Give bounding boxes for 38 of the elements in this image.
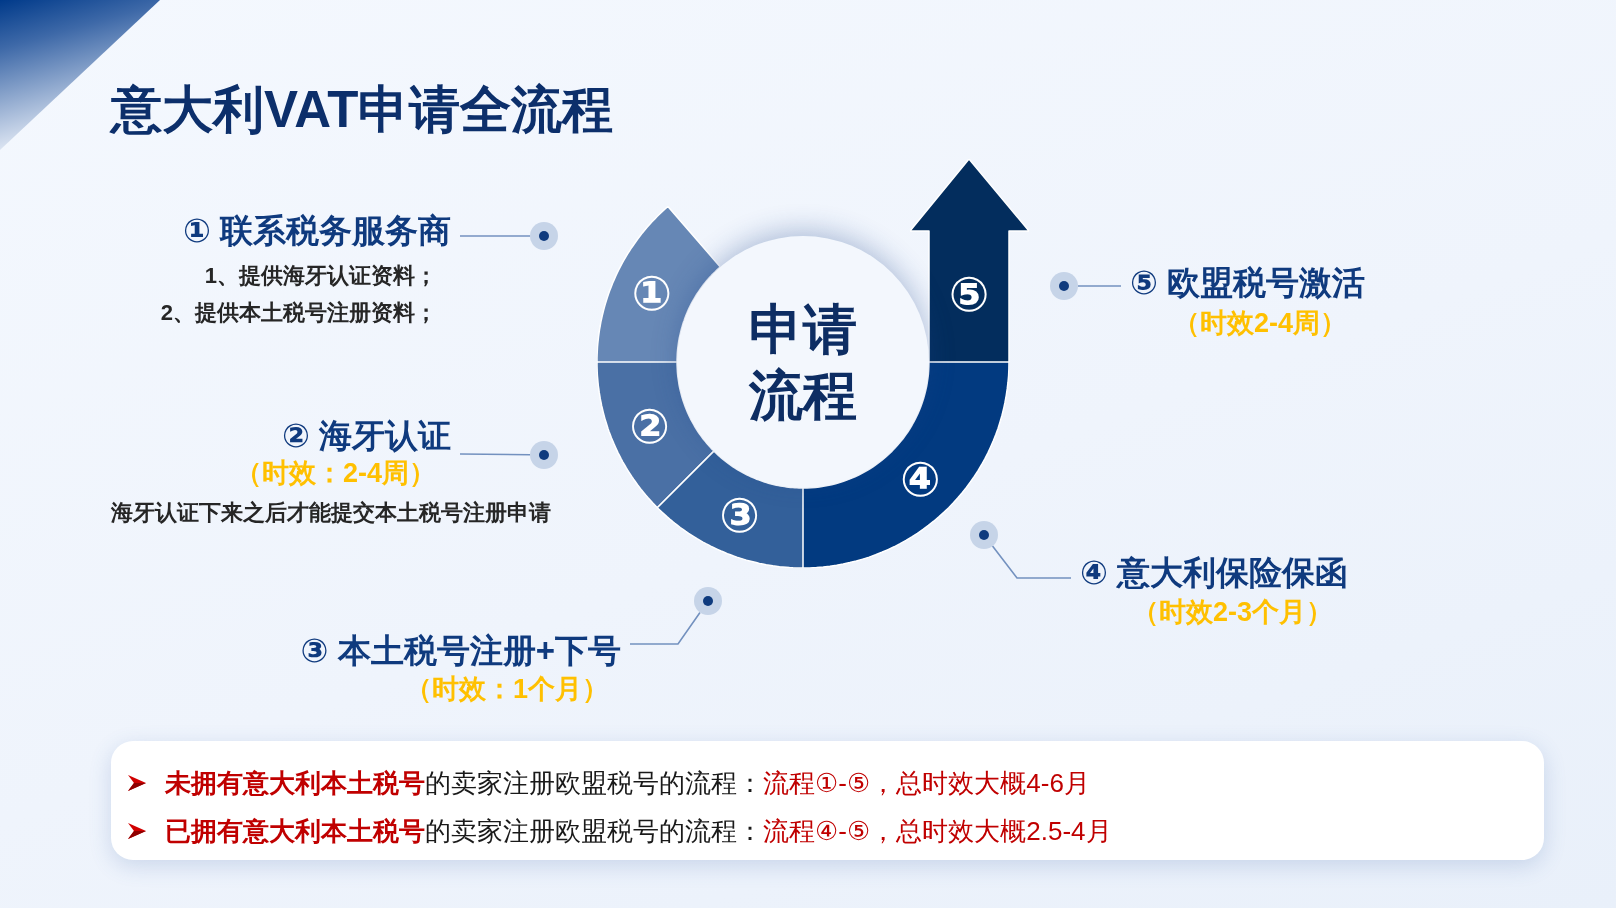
highlight-text: 流程①-⑤，总时效大概4-6月 <box>763 767 1090 799</box>
note-text: 2、提供本土税号注册资料； <box>160 299 437 327</box>
dot-icon <box>530 222 558 250</box>
step-number: ③ <box>719 491 760 540</box>
duration-text: （时效：2-4周） <box>235 457 437 490</box>
note-text: 未拥有意大利本土税号的卖家注册欧盟税号的流程： <box>165 767 763 799</box>
note-text: 1、提供海牙认证资料； <box>204 262 437 290</box>
step-heading: ③ 本土税号注册+下号 <box>291 631 630 671</box>
highlight-text: 流程④-⑤，总时效大概2.5-4月 <box>763 815 1112 847</box>
duration-text: （时效：1个月） <box>405 673 610 706</box>
note-panel <box>111 741 1544 860</box>
note-text: 海牙认证下来之后才能提交本土税号注册申请 <box>111 499 551 527</box>
step-number: ② <box>629 401 670 450</box>
ring-segment <box>657 451 803 568</box>
ring-segment <box>597 362 714 508</box>
leader-line <box>991 545 1072 579</box>
circle-label: 申请流程 <box>748 296 858 428</box>
dot-icon <box>1050 272 1078 300</box>
step-heading: ⑤ 欧盟税号激活 <box>1121 263 1375 303</box>
leader-line <box>459 235 531 237</box>
dot-icon <box>970 521 998 549</box>
dot-icon <box>694 587 722 615</box>
arrow-shape <box>910 159 1029 362</box>
leader-line <box>629 611 701 645</box>
title: 意大利VAT申请全流程 <box>111 80 614 140</box>
step-heading: ① 联系税务服务商 <box>173 211 460 251</box>
leader-line <box>459 453 531 456</box>
step-number: ⑤ <box>948 270 990 318</box>
ring-segment <box>597 206 721 362</box>
step-number: ① <box>631 269 673 318</box>
duration-text: （时效2-4周） <box>1173 307 1348 340</box>
note-text: 已拥有意大利本土税号的卖家注册欧盟税号的流程： <box>165 815 763 847</box>
step-heading: ④ 意大利保险保函 <box>1071 553 1358 593</box>
duration-text: （时效2-3个月） <box>1132 596 1334 629</box>
leader-line <box>1077 285 1122 287</box>
dot-icon <box>530 441 558 469</box>
step-number: ④ <box>900 455 941 504</box>
step-heading: ② 海牙认证 <box>272 416 460 456</box>
